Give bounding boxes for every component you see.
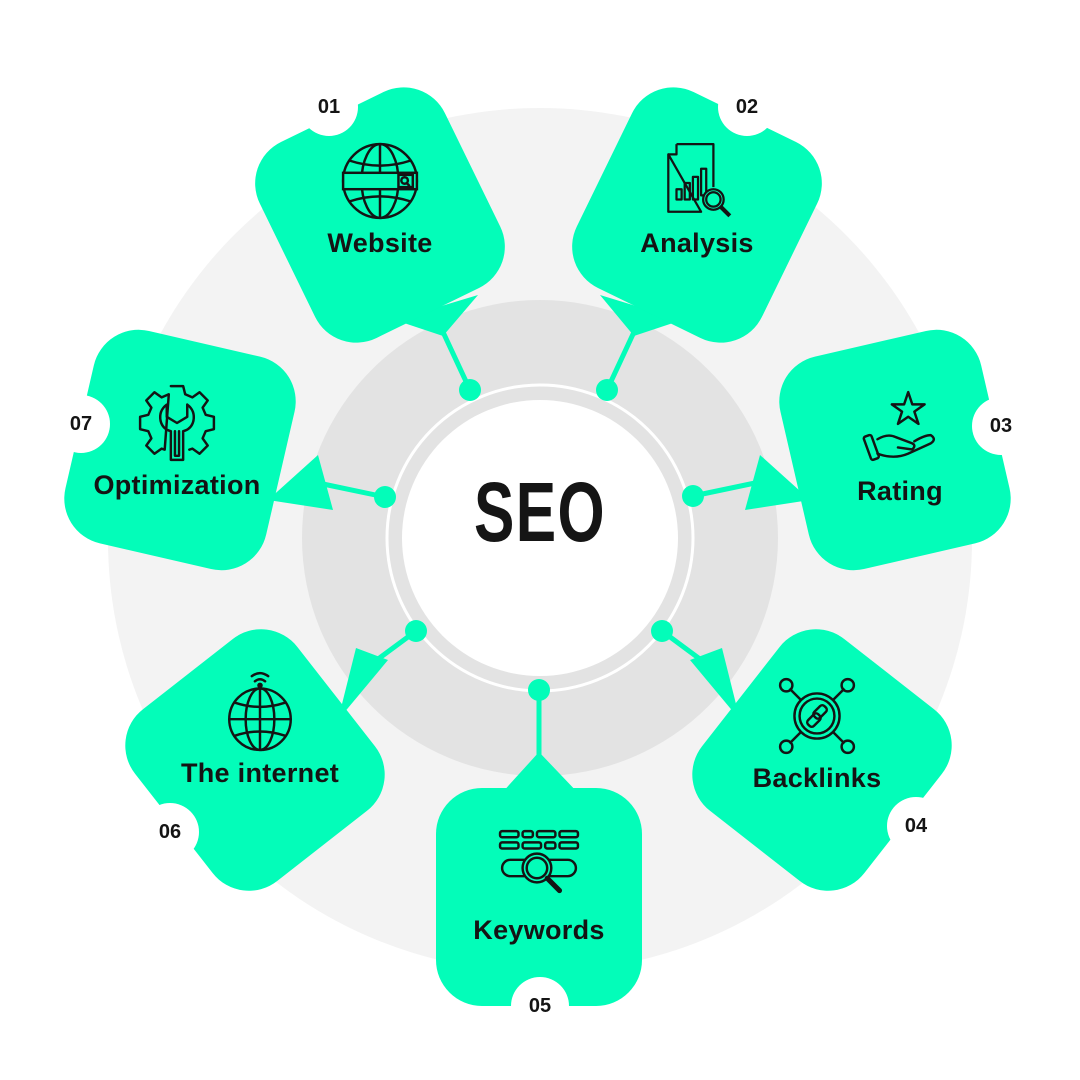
keyword-search-icon — [498, 829, 580, 894]
link-network-icon — [778, 677, 856, 755]
badge-07: 07 — [52, 395, 110, 453]
card-label: Rating — [857, 476, 943, 506]
badge-06: 06 — [141, 803, 199, 861]
badge-02: 02 — [718, 78, 776, 136]
card-label: Analysis — [640, 228, 754, 258]
card-label: Backlinks — [752, 763, 882, 793]
dot-02 — [596, 379, 618, 401]
dot-01 — [459, 379, 481, 401]
card-tails — [268, 295, 810, 795]
document-chart-magnifier-icon — [667, 142, 732, 218]
badge-01: 01 — [300, 78, 358, 136]
dot-05 — [528, 679, 550, 701]
badge-05: 05 — [511, 977, 569, 1035]
dot-04 — [651, 620, 673, 642]
globe-wifi-icon — [228, 671, 292, 752]
connector-dots — [374, 379, 704, 701]
dot-07 — [374, 486, 396, 508]
card-label: Optimization — [93, 470, 261, 500]
globe-search-icon — [341, 142, 419, 220]
gear-wrench-icon — [138, 384, 216, 462]
card-shape — [436, 788, 642, 1006]
center-title: SEO — [473, 465, 607, 559]
center-circle — [402, 400, 678, 676]
hand-star-icon — [862, 390, 936, 462]
card-label: Website — [327, 228, 433, 258]
dot-03 — [682, 485, 704, 507]
badge-03: 03 — [972, 397, 1030, 455]
badge-04: 04 — [887, 797, 945, 855]
card-label: The internet — [180, 758, 340, 788]
card-label: Keywords — [473, 915, 605, 945]
dot-06 — [405, 620, 427, 642]
